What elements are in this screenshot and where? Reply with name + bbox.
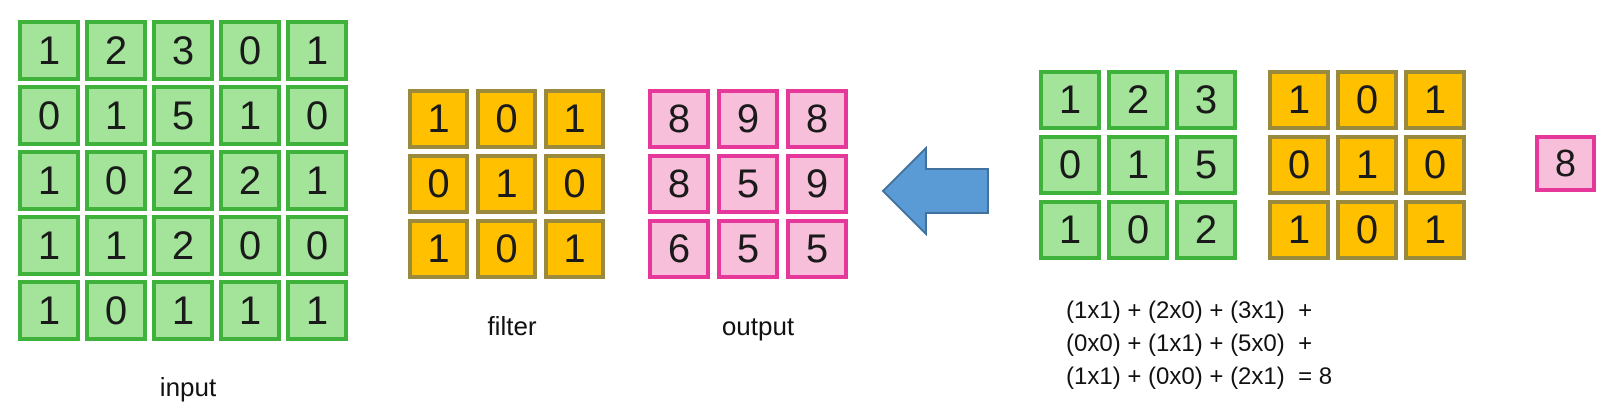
filter-cell: 1: [544, 89, 605, 149]
input-cell: 0: [219, 215, 281, 276]
filter-cell: 0: [476, 89, 537, 149]
input-cell: 1: [18, 20, 80, 81]
input-cell: 1: [85, 215, 147, 276]
output-cell: 5: [717, 219, 779, 279]
detail-filter-cell: 0: [1404, 135, 1466, 195]
output-cell: 5: [786, 219, 848, 279]
computation-equation: (1x1) + (2x0) + (3x1) + (0x0) + (1x1) + …: [1066, 294, 1332, 393]
input-cell: 1: [152, 280, 214, 341]
output-label: output: [721, 311, 795, 341]
input-cell: 1: [18, 150, 80, 211]
input-label: input: [159, 372, 217, 402]
patch-cell: 0: [1039, 135, 1101, 195]
detail-filter-cell: 0: [1336, 70, 1398, 130]
patch-cell: 1: [1107, 135, 1169, 195]
detail-filter-cell: 0: [1336, 200, 1398, 260]
input-cell: 0: [286, 215, 348, 276]
left-arrow-icon: [881, 146, 989, 236]
filter-cell: 0: [476, 219, 537, 279]
input-cell: 1: [85, 85, 147, 146]
input-cell: 2: [219, 150, 281, 211]
input-cell: 1: [286, 280, 348, 341]
filter-cell: 1: [408, 219, 469, 279]
output-cell: 5: [717, 154, 779, 214]
output-cell: 9: [786, 154, 848, 214]
output-cell: 8: [786, 89, 848, 149]
patch-cell: 0: [1107, 200, 1169, 260]
filter-cell: 1: [476, 154, 537, 214]
detail-filter-cell: 1: [1404, 70, 1466, 130]
filter-cell: 1: [408, 89, 469, 149]
result-cell: 8: [1535, 135, 1596, 192]
input-cell: 1: [219, 280, 281, 341]
output-cell: 9: [717, 89, 779, 149]
patch-cell: 1: [1039, 70, 1101, 130]
input-cell: 2: [152, 215, 214, 276]
detail-filter-cell: 1: [1404, 200, 1466, 260]
input-cell: 0: [219, 20, 281, 81]
patch-cell: 2: [1107, 70, 1169, 130]
detail-filter-cell: 1: [1336, 135, 1398, 195]
filter-cell: 0: [544, 154, 605, 214]
input-cell: 5: [152, 85, 214, 146]
patch-cell: 3: [1175, 70, 1237, 130]
input-cell: 2: [152, 150, 214, 211]
input-cell: 0: [85, 280, 147, 341]
patch-cell: 2: [1175, 200, 1237, 260]
input-cell: 1: [286, 20, 348, 81]
input-cell: 0: [286, 85, 348, 146]
patch-cell: 1: [1039, 200, 1101, 260]
output-cell: 6: [648, 219, 710, 279]
filter-cell: 0: [408, 154, 469, 214]
detail-filter-cell: 1: [1268, 70, 1330, 130]
detail-filter-cell: 1: [1268, 200, 1330, 260]
equation-line: (1x1) + (2x0) + (3x1) +: [1066, 297, 1313, 324]
output-cell: 8: [648, 154, 710, 214]
detail-filter-cell: 0: [1268, 135, 1330, 195]
input-cell: 1: [219, 85, 281, 146]
input-cell: 1: [18, 280, 80, 341]
output-cell: 8: [648, 89, 710, 149]
input-cell: 1: [18, 215, 80, 276]
input-cell: 3: [152, 20, 214, 81]
input-cell: 1: [286, 150, 348, 211]
input-cell: 2: [85, 20, 147, 81]
input-cell: 0: [85, 150, 147, 211]
filter-cell: 1: [544, 219, 605, 279]
filter-label: filter: [487, 311, 537, 341]
equation-line: (0x0) + (1x1) + (5x0) +: [1066, 330, 1313, 357]
equation-line: (1x1) + (0x0) + (2x1) = 8: [1066, 363, 1333, 390]
patch-cell: 5: [1175, 135, 1237, 195]
input-cell: 0: [18, 85, 80, 146]
